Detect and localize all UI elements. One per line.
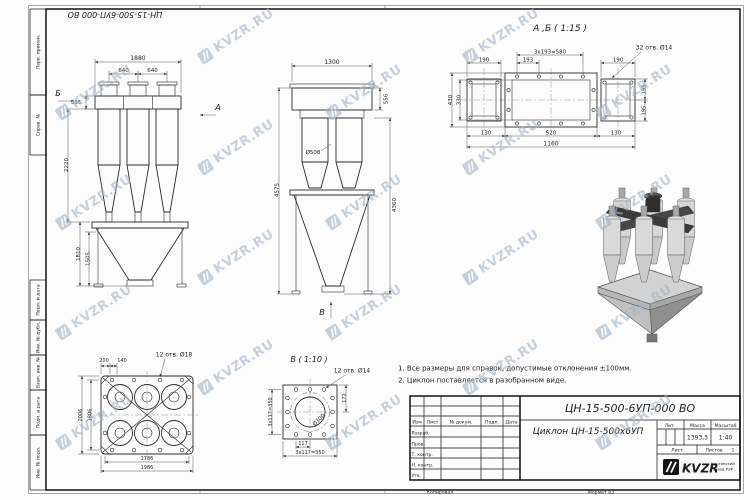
mass-label: Масса bbox=[690, 423, 705, 429]
row-tkontr: Т. контр. bbox=[411, 452, 433, 458]
notes: 1. Все размеры для справок, допустимые о… bbox=[398, 365, 632, 385]
inverted-designation: ЦН-15-500-6УП-000 ВО bbox=[68, 10, 163, 19]
dim-height-total: 4575 bbox=[275, 183, 281, 197]
note-line: 2. Циклон поставляется в разобранном вид… bbox=[398, 377, 566, 385]
dim: 195 bbox=[642, 106, 648, 116]
logo-text: KVZR bbox=[682, 462, 719, 476]
detail-title: В ( 1:10 ) bbox=[290, 355, 327, 364]
detail-title: А ,Б ( 1:15 ) bbox=[532, 24, 587, 34]
copy-label: Копировал bbox=[427, 489, 453, 495]
lit-label: Лит. bbox=[665, 423, 676, 429]
sheet-frame bbox=[28, 5, 744, 494]
col-izm: Изм bbox=[412, 420, 422, 426]
scale-value: 1:40 bbox=[719, 435, 733, 442]
margin-label: Подп. и дата bbox=[36, 397, 42, 428]
note-line: 1. Все размеры для справок, допустимые о… bbox=[398, 365, 632, 373]
detail-v-view: В ( 1:10 ) 12 отв. Ø14 172 Ø300 3х117=35… bbox=[268, 355, 370, 458]
plan-view: 200 140 12 отв. Ø18 2006 1806 1786 1986 bbox=[78, 352, 198, 473]
dim-diameter: Ø508 bbox=[306, 149, 321, 156]
dim: 1160 bbox=[543, 141, 558, 148]
dim: 3х117=350 bbox=[268, 397, 274, 426]
dim: 193 bbox=[523, 58, 534, 64]
margin-label: Инв. № дубл. bbox=[36, 322, 42, 353]
view-arrow-label-b: Б bbox=[55, 89, 61, 98]
dim-inlet: 535 bbox=[71, 100, 82, 106]
dim: 330 bbox=[457, 94, 463, 105]
dim-pitch: 640 bbox=[147, 68, 158, 74]
company-line: Курганский bbox=[711, 461, 735, 466]
dim: 520 bbox=[546, 131, 557, 137]
col-doc: № докум. bbox=[450, 420, 473, 426]
dim-width: 1300 bbox=[324, 59, 339, 66]
col-podp: Подп. bbox=[485, 420, 499, 426]
col-data: Дата bbox=[506, 420, 518, 426]
dim: 430 bbox=[448, 94, 454, 105]
margin-label: Перв. примен. bbox=[36, 35, 42, 70]
row-nkontr: Н. контр. bbox=[412, 463, 434, 469]
dim: 3х117=350 bbox=[295, 450, 324, 456]
doc-designation: ЦН-15-500-6УП-000 ВО bbox=[565, 402, 696, 415]
company-line: завод РЭР bbox=[713, 467, 734, 472]
title-block: ЦН-15-500-6УП-000 ВО Циклон ЦН-15-500х6У… bbox=[409, 395, 741, 481]
side-view: 1300 556 Ø508 4575 4360 В bbox=[275, 59, 398, 318]
margin-stamps: Перв. примен. Справ. № Подп. и дата Инв.… bbox=[29, 8, 47, 491]
row-razrab: Разраб. bbox=[412, 431, 430, 437]
col-list: Лист bbox=[427, 420, 439, 426]
dim: 2006 bbox=[78, 409, 84, 422]
dim: 195 bbox=[642, 85, 648, 95]
isometric-view bbox=[597, 187, 703, 343]
dim-height-right: 4360 bbox=[392, 198, 398, 212]
dim: 130 bbox=[481, 131, 492, 137]
margin-label: Инв. № подл. bbox=[36, 447, 42, 479]
row-prov: Пров. bbox=[412, 442, 425, 448]
holes-note: 12 отв. Ø14 bbox=[334, 368, 371, 375]
dim: 1986 bbox=[141, 465, 154, 471]
scale-label: Масштаб bbox=[715, 423, 737, 429]
front-view: 1880 640 640 535 Б А 2220 1810 1505 bbox=[55, 55, 221, 288]
detail-ab-view: А ,Б ( 1:15 ) 190 193 3х193=580 190 32 о… bbox=[448, 24, 672, 149]
mass-value: 1393,3 bbox=[687, 435, 708, 442]
dim-hopper: 1505 bbox=[86, 252, 92, 266]
sheets-label: Листов bbox=[705, 448, 722, 454]
dim-height: 2220 bbox=[64, 158, 70, 172]
doc-name: Циклон ЦН-15-500х6УП bbox=[533, 427, 644, 437]
dim: 1806 bbox=[88, 409, 94, 422]
margin-label: Справ. № bbox=[36, 114, 42, 137]
holes-note: 32 отв. Ø14 bbox=[636, 45, 673, 52]
footer-labels: Копировал Формат А3 bbox=[427, 489, 614, 495]
dim-inlet: 556 bbox=[384, 93, 390, 104]
sheet-label: Лист bbox=[671, 448, 683, 454]
dim-width: 1880 bbox=[130, 55, 145, 62]
dim: 172 bbox=[342, 393, 348, 403]
holes-note: 12 отв. Ø18 bbox=[156, 352, 193, 359]
dim: 1786 bbox=[141, 456, 154, 462]
margin-label: Подп. и дата bbox=[36, 284, 42, 315]
dim: 130 bbox=[611, 131, 622, 137]
kvzr-logo: KVZR Курганский завод РЭР bbox=[663, 459, 735, 476]
sheets-value: 1 bbox=[732, 448, 735, 454]
row-utv: Утв. bbox=[412, 473, 422, 479]
dim: 117 bbox=[298, 441, 308, 447]
view-arrow-label-v: В bbox=[319, 308, 325, 317]
dim: 190 bbox=[613, 58, 624, 64]
margin-label: Взам. инв. № bbox=[36, 357, 42, 388]
format-label: Формат А3 bbox=[588, 489, 614, 495]
dim: 200 bbox=[99, 358, 109, 364]
dim: 140 bbox=[117, 358, 127, 364]
dim-pitch: 640 bbox=[118, 68, 129, 74]
view-arrow-label-a: А bbox=[214, 103, 220, 112]
dim: 190 bbox=[479, 58, 490, 64]
dim: 3х193=580 bbox=[534, 50, 567, 56]
dim-hopper: 1810 bbox=[76, 247, 82, 261]
